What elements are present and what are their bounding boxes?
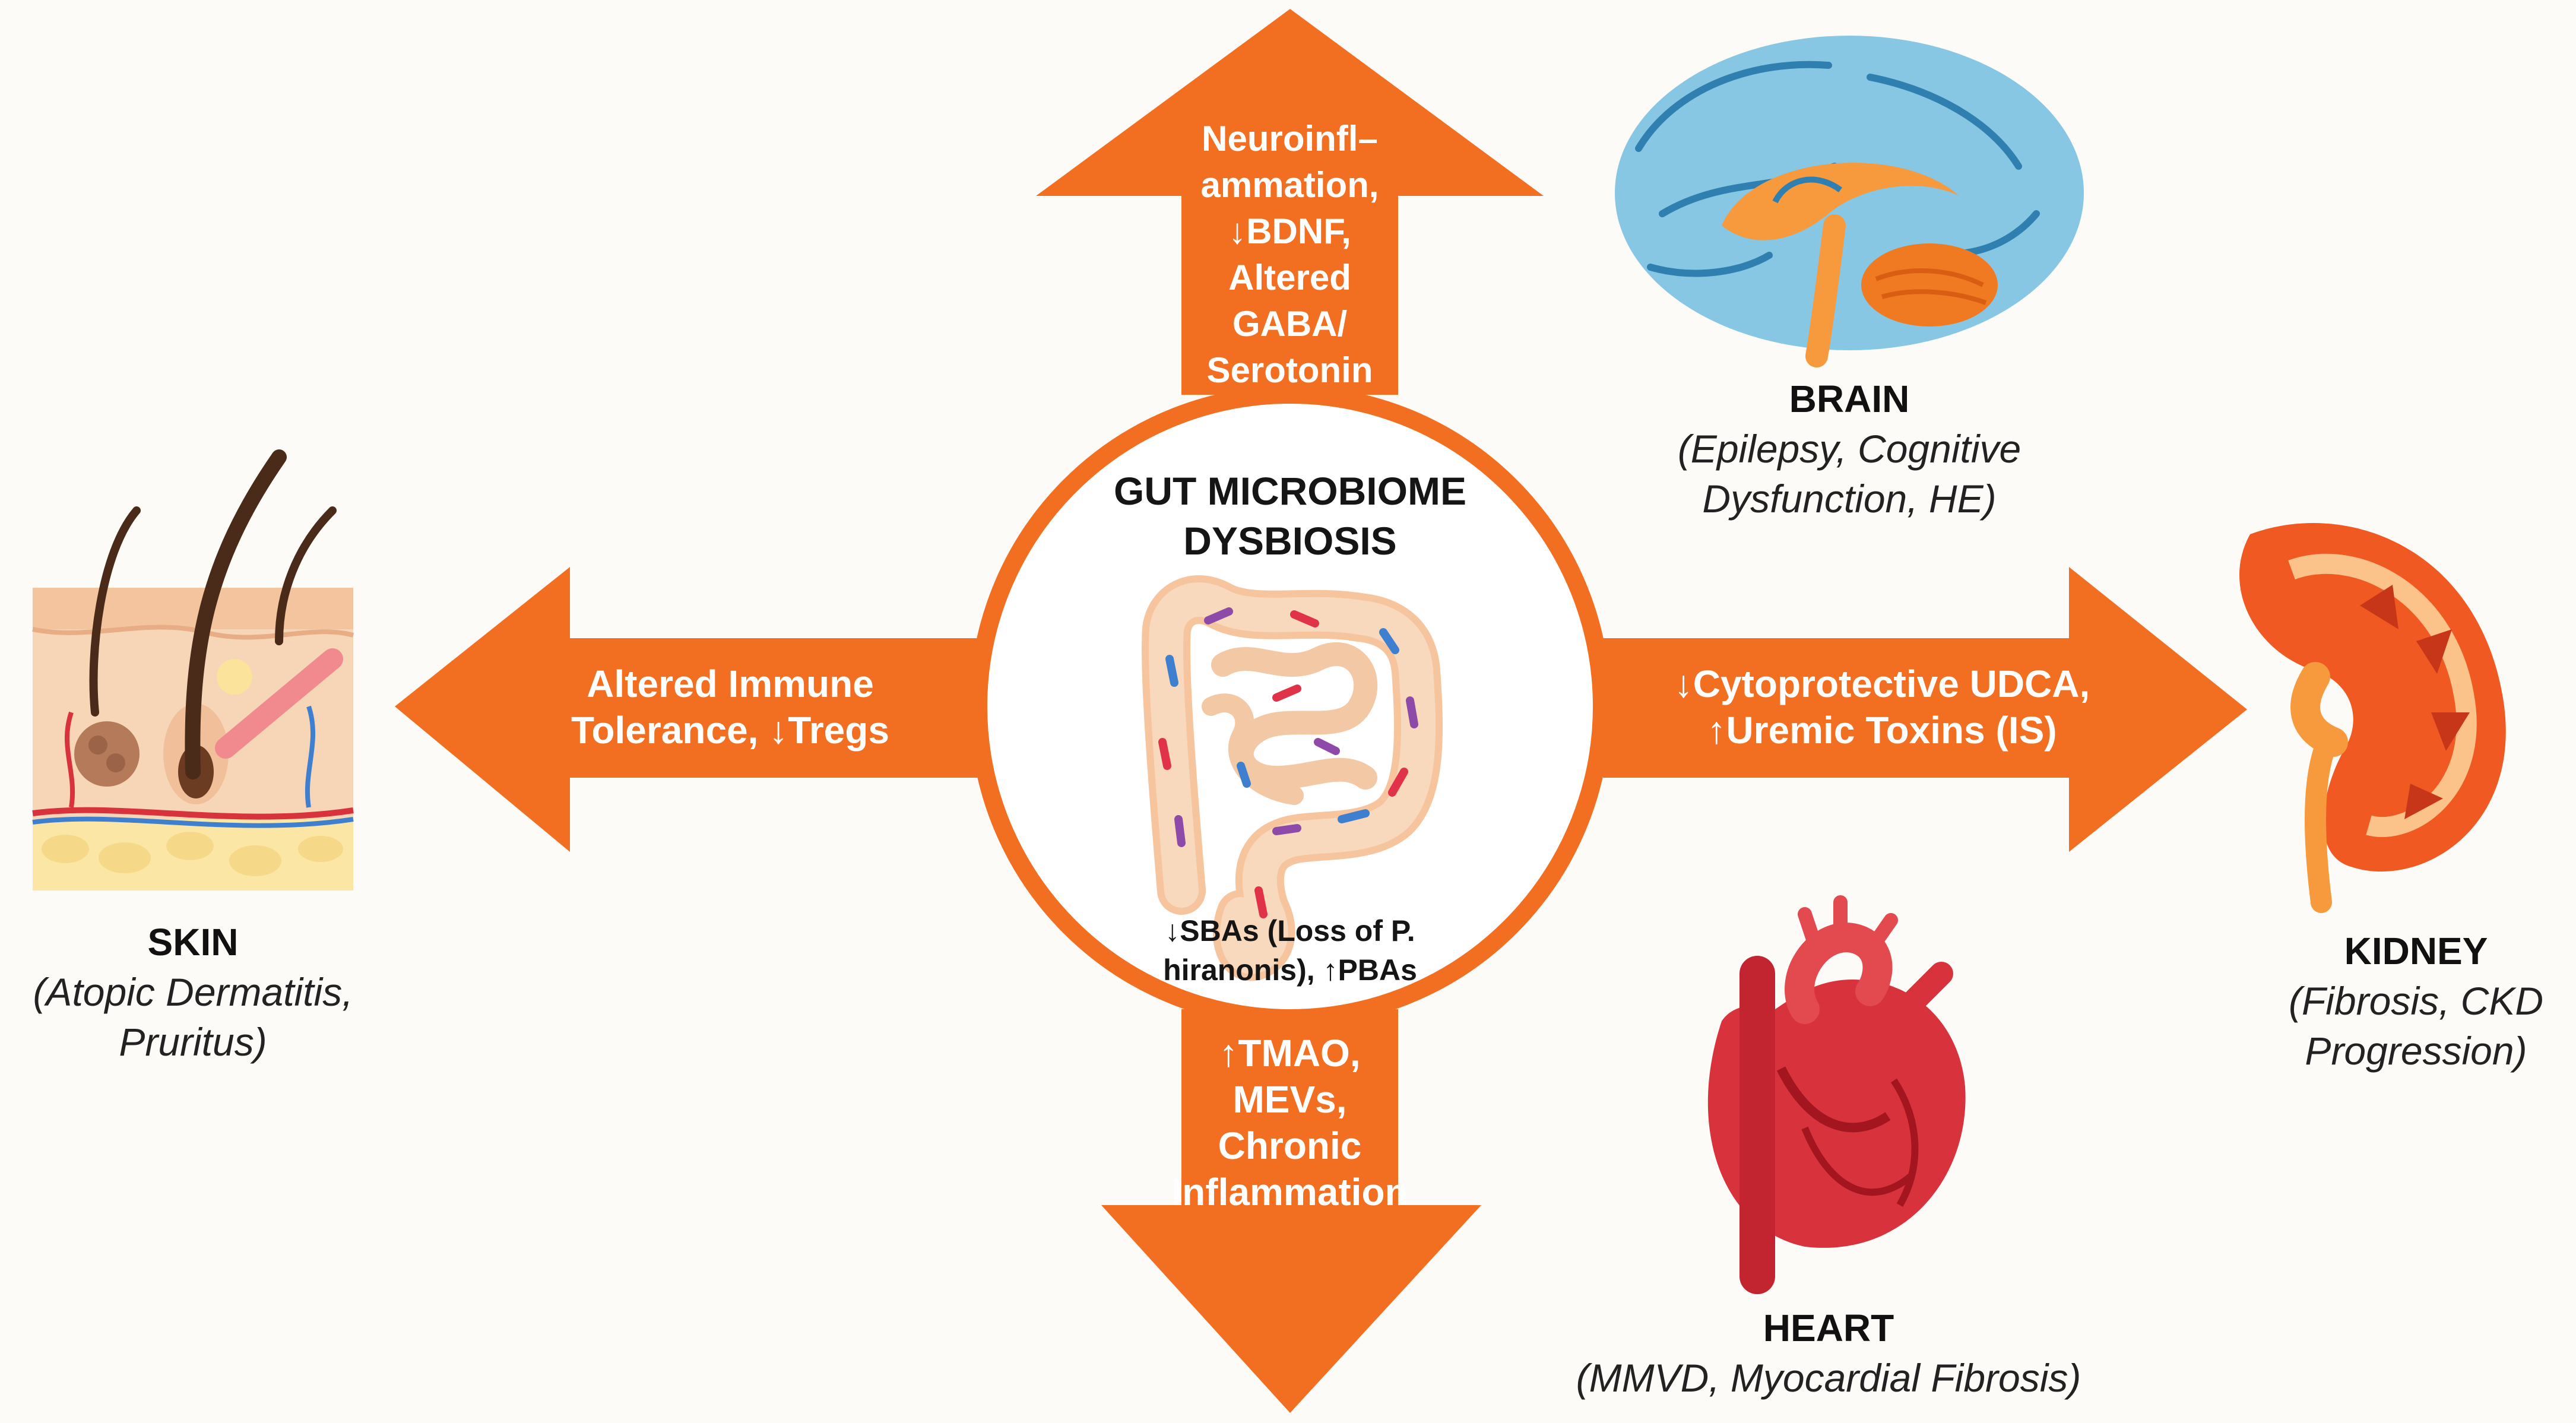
arrow-down-line: MEVs, — [1232, 1078, 1347, 1121]
hub-note-line: hiranonis), ↑PBAs — [1163, 953, 1417, 987]
hub-title-line: GUT MICROBIOME — [1114, 469, 1466, 513]
arrow-up-label: Neuroinfl– ammation, ↓BDNF, Altered GABA… — [1181, 116, 1398, 394]
skin-icon — [32, 449, 354, 890]
brain-title: BRAIN — [1789, 378, 1910, 420]
arrow-down-label: ↑TMAO, MEVs, Chronic Inflammation — [1128, 1030, 1452, 1215]
arrow-right-line: ↓Cytoprotective UDCA, — [1674, 663, 2090, 705]
skin-title: SKIN — [147, 921, 239, 964]
arrow-right-line: ↑Uremic Toxins (IS) — [1707, 709, 2057, 752]
arrow-up-line: Altered — [1228, 258, 1351, 297]
brain-subtitle: Dysfunction, HE) — [1702, 477, 1997, 521]
hub-title-line: DYSBIOSIS — [1183, 519, 1397, 563]
arrow-up-line: Serotonin — [1206, 350, 1373, 390]
brain-subtitle: (Epilepsy, Cognitive — [1677, 427, 2021, 471]
arrow-up-line: ↓BDNF, — [1228, 211, 1351, 251]
arrow-down-line: Chronic — [1218, 1124, 1362, 1167]
heart-label: HEART (MMVD, Myocardial Fibrosis) — [1508, 1303, 2149, 1403]
arrow-up-line: Neuroinfl– — [1202, 119, 1378, 159]
arrow-down-line: Inflammation — [1171, 1171, 1408, 1213]
skin-subtitle: Pruritus) — [119, 1020, 267, 1064]
arrow-up — [1036, 9, 1544, 395]
arrow-left-line: Altered Immune — [587, 663, 874, 705]
arrow-right-label: ↓Cytoprotective UDCA, ↑Uremic Toxins (IS… — [1627, 661, 2137, 753]
hub-title: GUT MICROBIOME DYSBIOSIS — [1057, 466, 1523, 566]
hub-note-line: ↓SBAs (Loss of P. — [1165, 914, 1415, 947]
arrow-left-label: Altered Immune Tolerance, ↓Tregs — [522, 661, 938, 753]
hub-circle — [969, 386, 1611, 1027]
skin-subtitle: (Atopic Dermatitis, — [33, 970, 353, 1014]
arrow-left — [395, 567, 980, 852]
arrow-down — [1101, 1009, 1481, 1413]
arrow-down-line: ↑TMAO, — [1219, 1032, 1361, 1075]
heart-subtitle: (MMVD, Myocardial Fibrosis) — [1576, 1356, 2081, 1400]
skin-label: SKIN (Atopic Dermatitis, Pruritus) — [0, 917, 386, 1067]
brain-label: BRAIN (Epilepsy, Cognitive Dysfunction, … — [1621, 374, 2078, 524]
gut-icon — [1142, 575, 1443, 981]
hub-note: ↓SBAs (Loss of P. hiranonis), ↑PBAs — [1086, 911, 1494, 990]
arrow-right — [1603, 567, 2247, 852]
brain-icon — [1615, 36, 2084, 367]
arrow-up-line: GABA/ — [1232, 304, 1348, 344]
kidney-label: KIDNEY (Fibrosis, CKD Progression) — [2256, 926, 2576, 1076]
arrow-left-line: Tolerance, ↓Tregs — [571, 709, 889, 752]
heart-icon — [1707, 895, 1966, 1294]
heart-title: HEART — [1763, 1307, 1894, 1349]
kidney-icon — [2239, 522, 2506, 913]
kidney-subtitle: Progression) — [2305, 1029, 2527, 1073]
arrow-up-line: ammation, — [1200, 165, 1379, 205]
kidney-title: KIDNEY — [2344, 930, 2488, 972]
kidney-subtitle: (Fibrosis, CKD — [2288, 979, 2544, 1023]
